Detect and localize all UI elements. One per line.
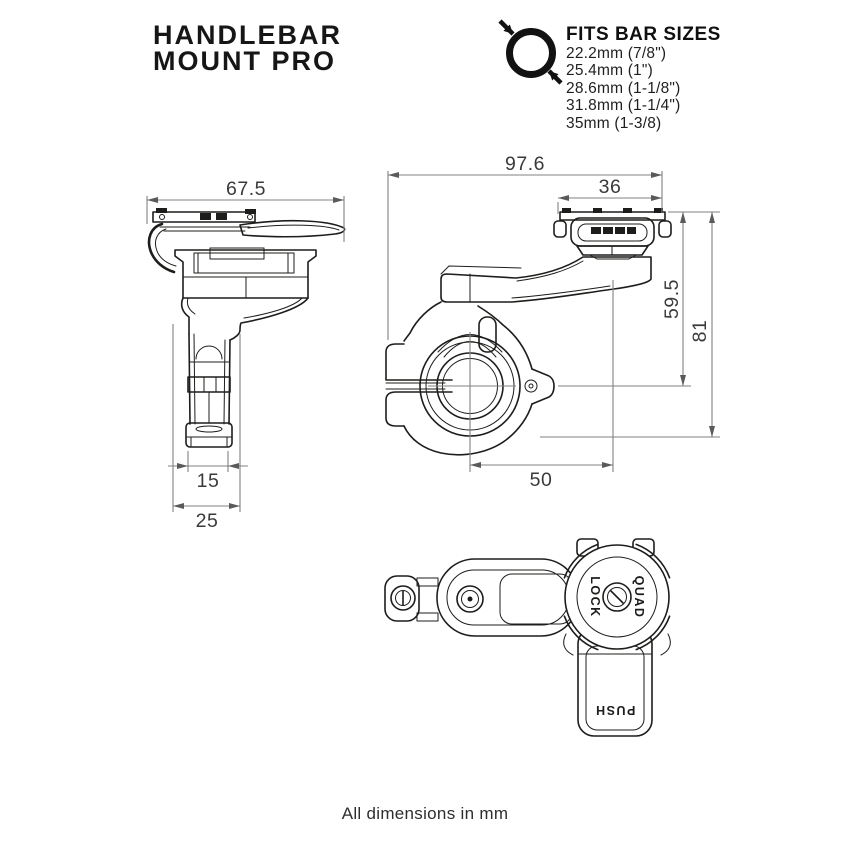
dim-front-head-to-bar-center: 59.5 (661, 212, 686, 386)
bar-sizes-list: 22.2mm (7/8") 25.4mm (1") 28.6mm (1-1/8"… (566, 45, 680, 132)
bar-size-item: 25.4mm (1") (566, 62, 653, 80)
arrow-in-bottom-right (547, 69, 563, 85)
top-arm-bolt (456, 585, 484, 613)
top-clamp-end (384, 575, 420, 622)
side-lever (239, 219, 346, 238)
dim-label-25: 25 (196, 510, 219, 532)
front-arm (440, 256, 652, 303)
bar-circle (506, 28, 556, 78)
bar-size-item: 35mm (1-3/8) (566, 114, 662, 132)
title-line-2: MOUNT PRO (153, 46, 336, 76)
dim-front-horizontal-offset: 50 (469, 280, 614, 491)
dim-label-81: 81 (689, 320, 711, 343)
push-label: PUSH (595, 703, 636, 717)
dim-side-overall-width: 67.5 (146, 178, 345, 242)
dim-side-foot-width: 15 (168, 451, 248, 492)
side-lever-hook (147, 222, 176, 274)
front-view: 97.6 36 59.5 81 50 (385, 153, 720, 491)
page-title: HANDLEBAR MOUNT PRO (153, 20, 342, 76)
fits-bar-sizes-heading: FITS BAR SIZES (566, 24, 721, 45)
bar-size-item: 22.2mm (7/8") (566, 45, 667, 62)
top-view: PUSH LOCK QUAD (384, 538, 671, 737)
top-dial-hub (602, 582, 632, 612)
dim-front-overall-width: 97.6 (387, 153, 663, 340)
front-head (553, 208, 672, 260)
dim-label-50: 50 (530, 469, 553, 491)
side-foot (185, 422, 233, 448)
dim-label-97-6: 97.6 (505, 153, 545, 175)
bar-diameter-icon (498, 19, 563, 85)
dim-label-36: 36 (599, 176, 622, 198)
dim-label-15: 15 (197, 470, 220, 492)
side-top-plate (152, 211, 256, 223)
dimensions-note: All dimensions in mm (341, 804, 509, 823)
lock-label: LOCK (588, 576, 602, 617)
side-view: 67.5 15 25 (146, 178, 346, 532)
arrow-in-top-left (498, 19, 515, 36)
title-line-1: HANDLEBAR (153, 20, 342, 50)
bar-size-item: 28.6mm (1-1/8") (566, 79, 681, 97)
dim-side-base-width: 25 (172, 324, 241, 532)
dim-front-head-width: 36 (557, 176, 662, 214)
dim-front-overall-height: 81 (689, 212, 715, 437)
top-push-tab: PUSH (577, 627, 653, 737)
dim-label-67-5: 67.5 (226, 178, 266, 200)
dim-label-59-5: 59.5 (661, 279, 683, 319)
quad-label: QUAD (632, 576, 646, 619)
top-dial: LOCK QUAD (563, 543, 671, 651)
bar-size-item: 31.8mm (1-1/4") (566, 97, 681, 115)
